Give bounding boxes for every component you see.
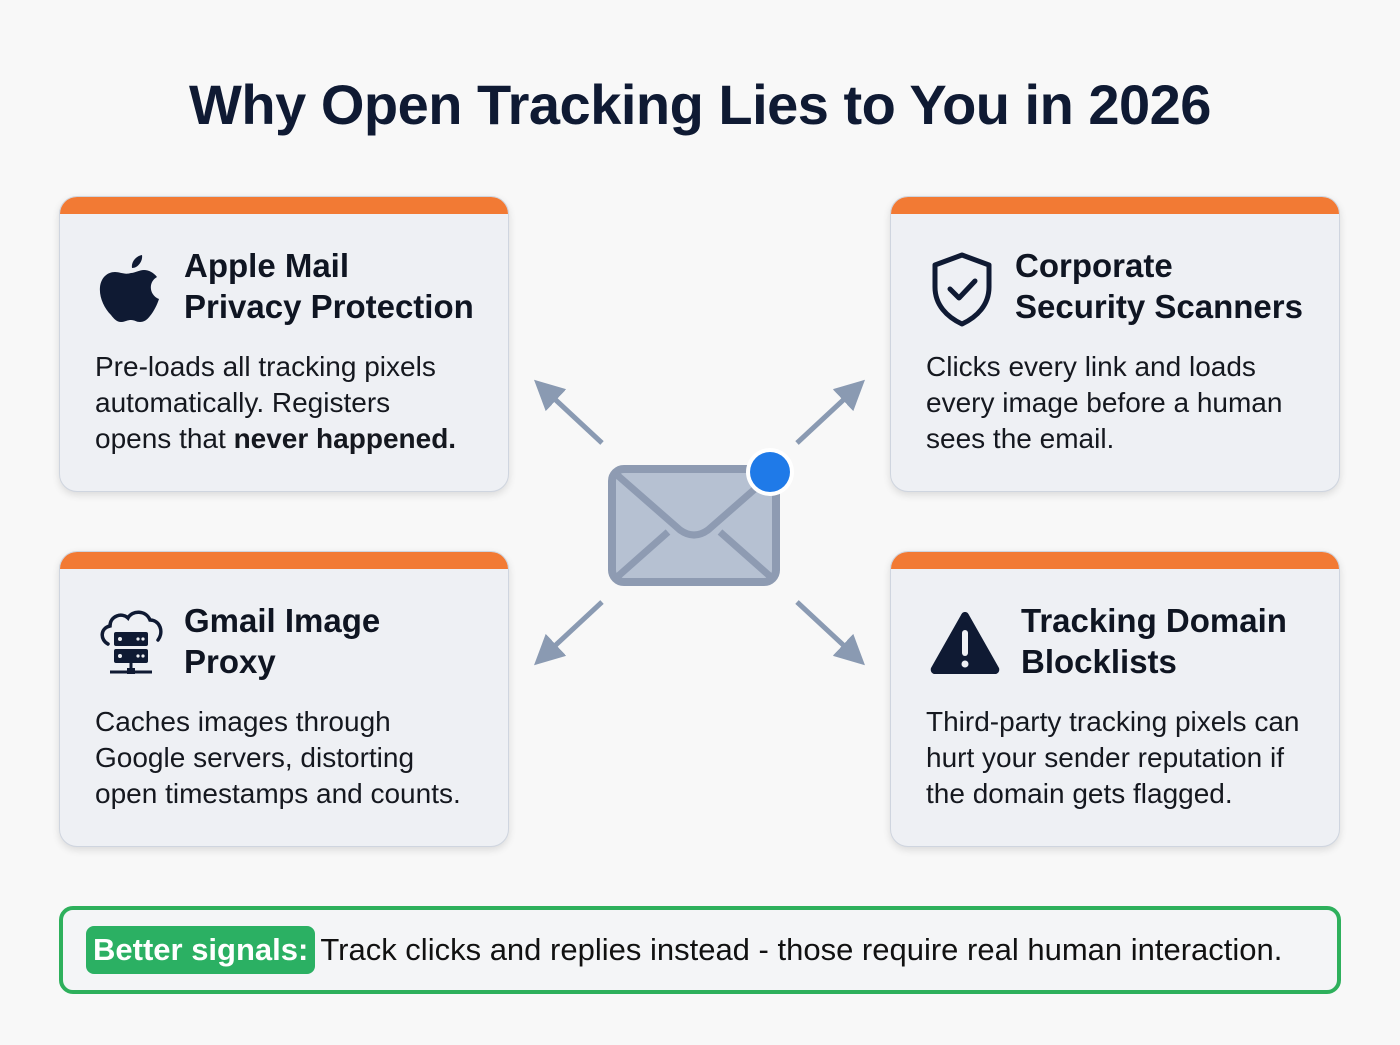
arrow-down-right-icon	[795, 600, 865, 666]
desc-line: automatically. Registers	[95, 387, 391, 418]
center-diagram	[534, 379, 865, 666]
accent-bar	[60, 552, 508, 569]
heading-line: Blocklists	[1021, 643, 1177, 680]
cloud-server-icon	[100, 610, 163, 674]
desc-line: open timestamps and counts.	[95, 778, 461, 809]
heading-line: Corporate	[1015, 247, 1173, 284]
heading-line: Security Scanners	[1015, 288, 1303, 325]
card-domain-blocklists: Tracking Domain Blocklists Third-party t…	[890, 551, 1340, 847]
card-heading: Gmail Image Proxy	[184, 600, 380, 682]
desc-line: opens that never happened.	[95, 421, 488, 457]
shield-check-icon	[932, 252, 992, 327]
accent-bar	[891, 552, 1339, 569]
desc-line: Google servers, distorting	[95, 742, 415, 773]
heading-line: Apple Mail	[184, 247, 350, 284]
heading-line: Privacy Protection	[184, 288, 474, 325]
page-title: Why Open Tracking Lies to You in 2026	[189, 73, 1211, 136]
card-description: Pre-loads all tracking pixels automatica…	[95, 349, 488, 457]
card-description: Third-party tracking pixels can hurt you…	[926, 704, 1319, 812]
notification-dot	[746, 448, 794, 496]
warning-triangle-icon	[930, 612, 1000, 674]
desc-line: Third-party tracking pixels can	[926, 706, 1300, 737]
accent-bar	[891, 197, 1339, 214]
desc-line: every image before a human	[926, 387, 1283, 418]
better-signals-badge: Better signals:	[86, 926, 316, 974]
desc-line: Caches images through	[95, 706, 391, 737]
arrow-down-left-icon	[534, 600, 604, 666]
desc-line: Clicks every link and loads	[926, 351, 1256, 382]
envelope-icon	[608, 465, 780, 586]
desc-line: the domain gets flagged.	[926, 778, 1233, 809]
arrow-up-right-icon	[795, 379, 865, 445]
better-signals-callout: Better signals: Track clicks and replies…	[59, 906, 1341, 994]
card-description: Clicks every link and loads every image …	[926, 349, 1319, 457]
card-heading: Corporate Security Scanners	[1015, 245, 1303, 327]
card-description: Caches images through Google servers, di…	[95, 704, 488, 812]
desc-line: Pre-loads all tracking pixels	[95, 351, 436, 382]
desc-text: opens that	[95, 423, 234, 454]
heading-line: Gmail Image	[184, 602, 381, 639]
accent-bar	[60, 197, 508, 214]
callout-text: Track clicks and replies instead - those…	[320, 932, 1283, 967]
desc-emphasis: never happened.	[233, 423, 457, 454]
card-heading: Apple Mail Privacy Protection	[184, 245, 474, 327]
card-gmail-proxy: Gmail Image Proxy Caches images through …	[59, 551, 509, 847]
card-heading: Tracking Domain Blocklists	[1021, 600, 1287, 682]
desc-line: sees the email.	[926, 423, 1115, 454]
apple-logo-icon	[99, 255, 159, 322]
desc-line: hurt your sender reputation if	[926, 742, 1284, 773]
card-security-scanners: Corporate Security Scanners Clicks every…	[890, 196, 1340, 492]
card-apple-mail: Apple Mail Privacy Protection Pre-loads …	[59, 196, 509, 492]
heading-line: Proxy	[184, 643, 276, 680]
heading-line: Tracking Domain	[1021, 602, 1287, 639]
arrow-up-left-icon	[534, 379, 604, 445]
